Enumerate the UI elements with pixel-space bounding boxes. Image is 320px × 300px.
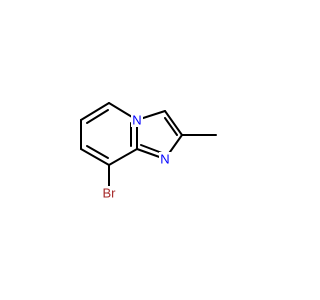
atom-br: Br (99, 186, 119, 201)
bonds (80, 102, 217, 188)
label-background (159, 152, 171, 166)
bond-c5-c6 (80, 102, 110, 121)
atom-n-ring: N (159, 152, 171, 167)
bond-c7-c8-inner (86, 145, 109, 159)
label-background (99, 186, 119, 200)
atom-n-bridgehead: N (131, 113, 143, 128)
atom-labels: N N Br (99, 113, 171, 201)
atom-label-n-bridgehead: N (132, 113, 141, 128)
molecule-canvas: N N Br (80, 102, 217, 201)
bond-c3-c2 (164, 110, 183, 136)
label-background (131, 113, 143, 127)
bond-c5-c6-inner (86, 109, 109, 124)
bond-c7-c8 (80, 148, 110, 166)
bond-c3-c2-inner (164, 117, 178, 136)
atom-label-n-ring: N (160, 152, 169, 167)
bond-c8-c8a (108, 148, 138, 166)
atom-label-br: Br (103, 186, 117, 201)
bond-n1-c8a-inner (140, 144, 163, 154)
